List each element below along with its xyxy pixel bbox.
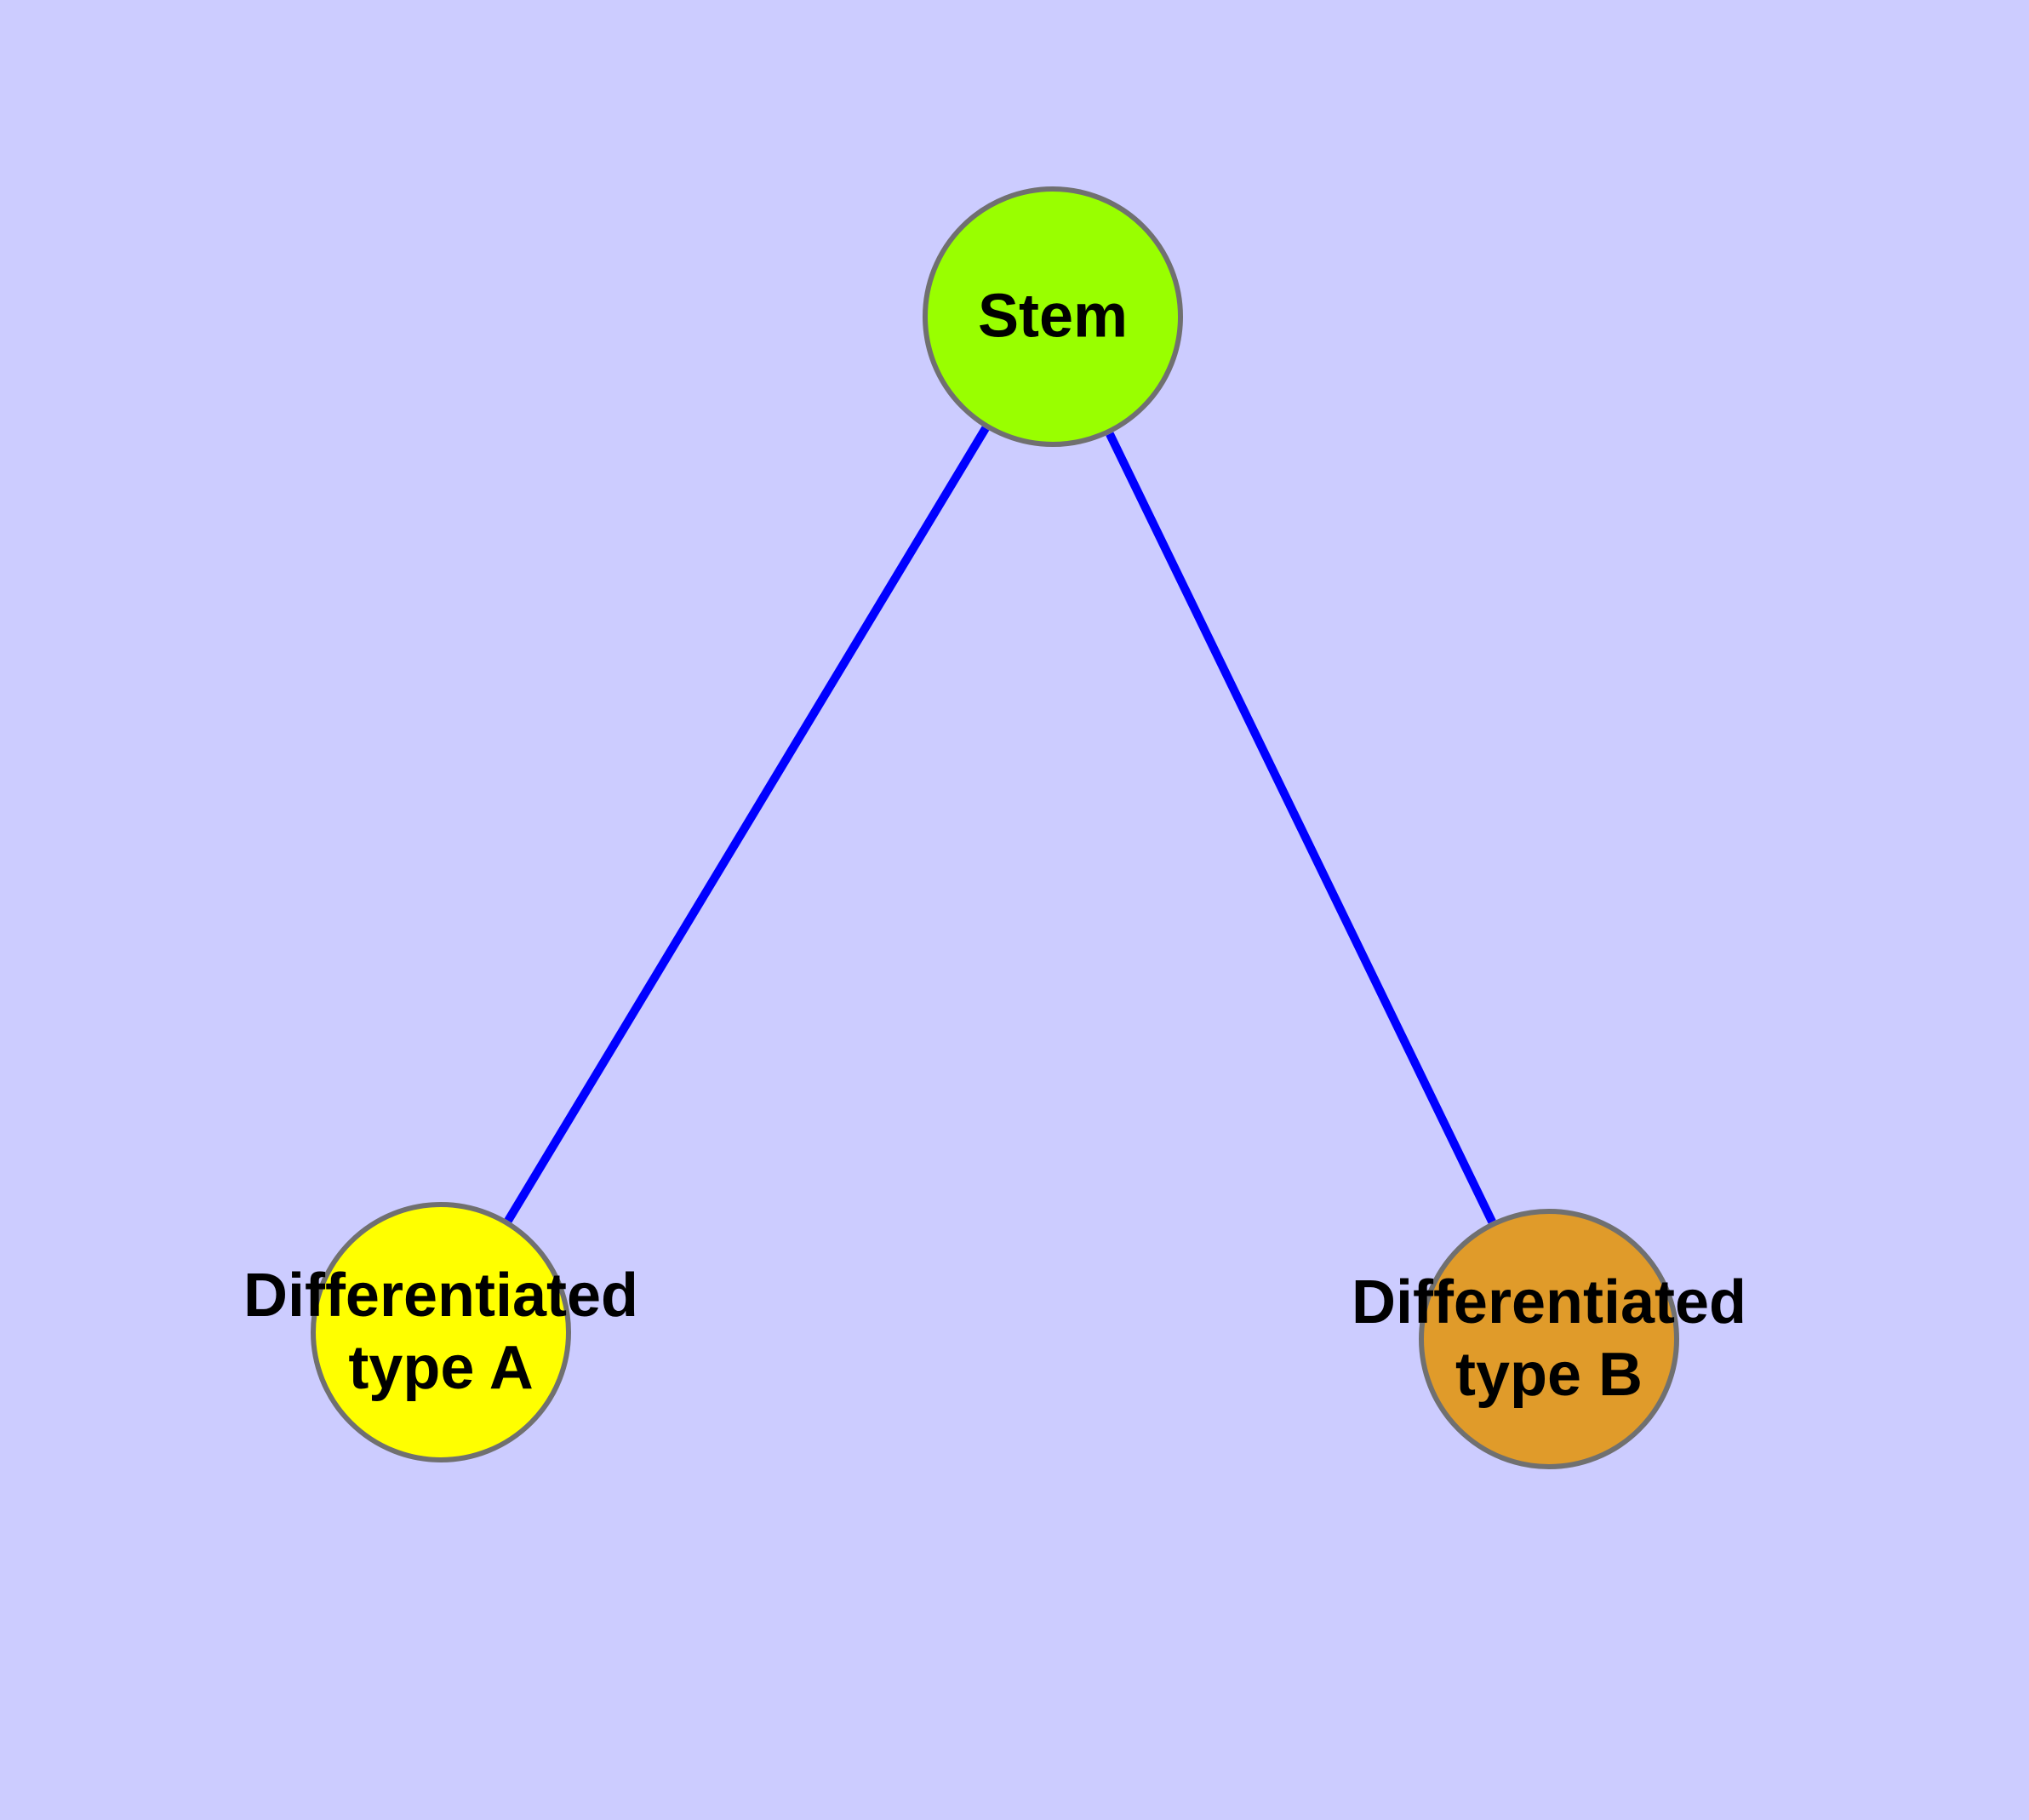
node-layer <box>311 186 1679 1469</box>
graph-edge <box>1106 432 1496 1224</box>
graph-node-diff_b[interactable] <box>1419 1209 1679 1469</box>
graph-node-diff_a[interactable] <box>311 1202 571 1462</box>
graph-node-stem[interactable] <box>923 186 1183 447</box>
graph-edge <box>504 426 990 1223</box>
edge-layer <box>504 426 1496 1224</box>
